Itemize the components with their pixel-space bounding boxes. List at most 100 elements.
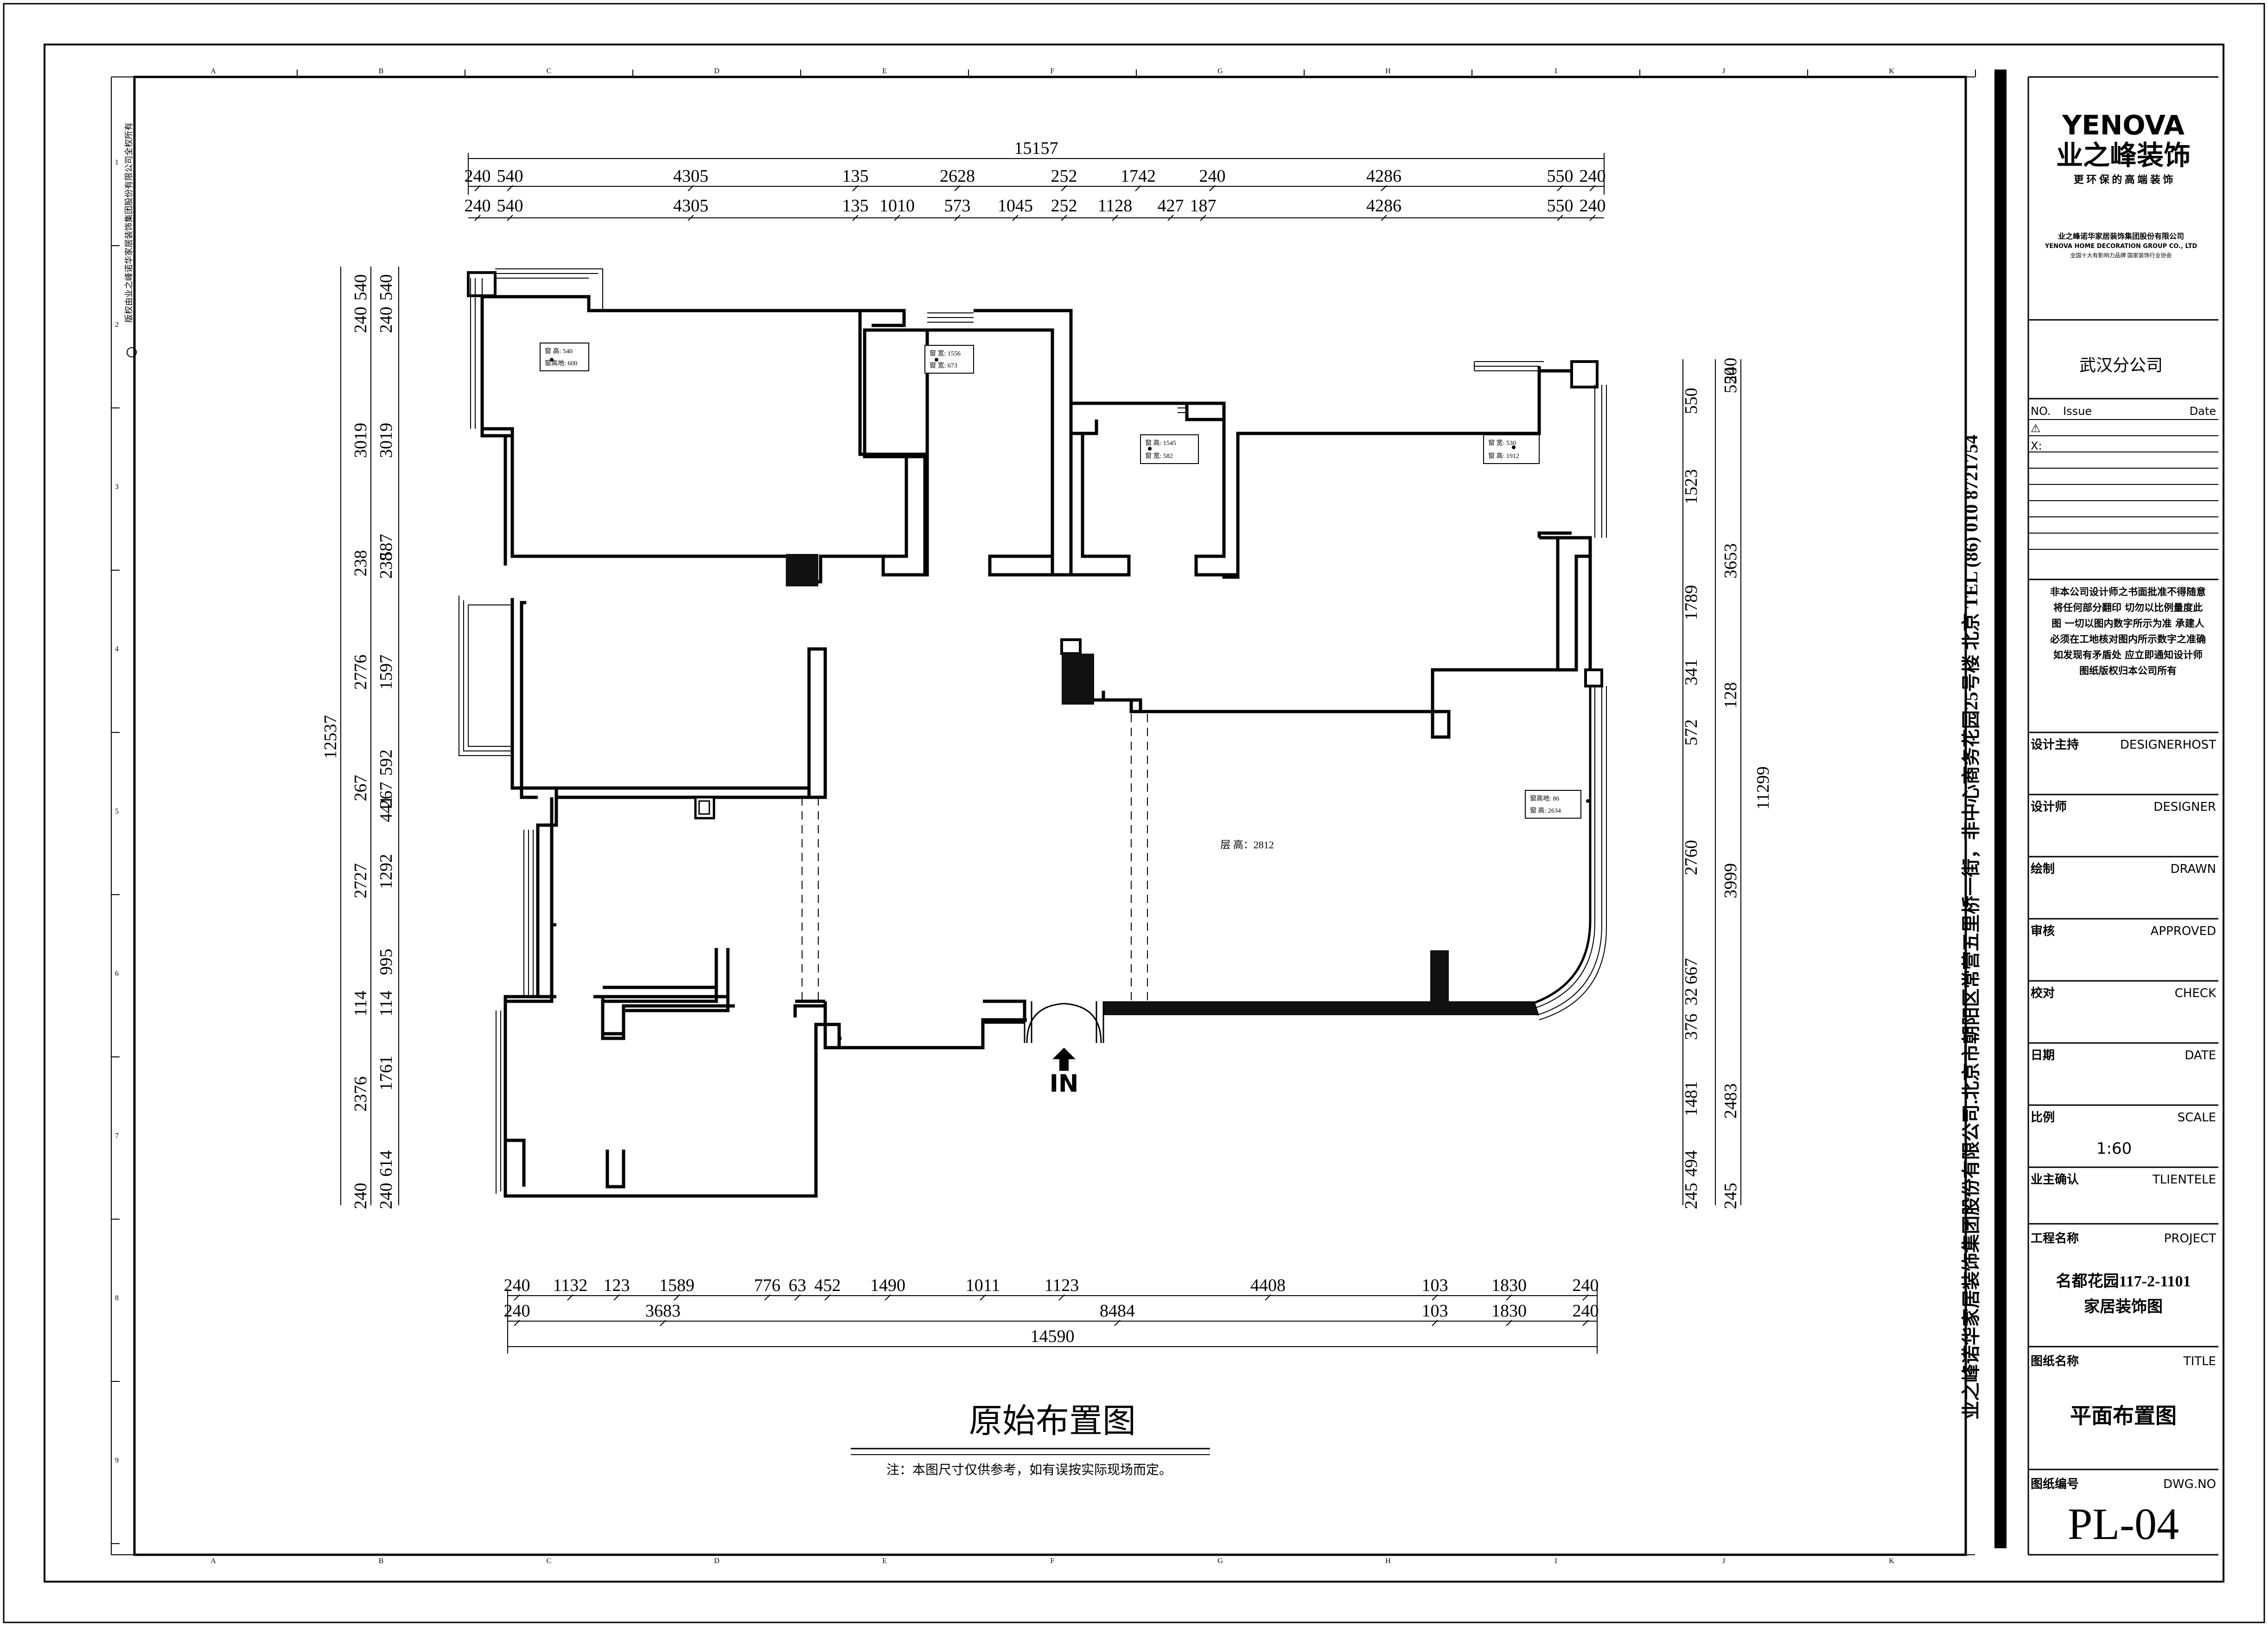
dwg-label-cn: 图纸编号 bbox=[2031, 1477, 2079, 1491]
dimension-label: 1490 bbox=[870, 1276, 905, 1295]
svg-text:窗 宽: 1556: 窗 宽: 1556 bbox=[930, 350, 961, 357]
row-label-en: DATE bbox=[2185, 1049, 2216, 1062]
dimension-label: 240 bbox=[351, 1183, 370, 1209]
svg-text:窗 高: 1545: 窗 高: 1545 bbox=[1145, 439, 1176, 447]
dimension-label: 240 bbox=[1573, 1301, 1599, 1321]
dimension-label: 32 bbox=[1682, 988, 1701, 1005]
dimension-total: 15157 bbox=[1014, 139, 1058, 158]
grid-column-label: D bbox=[714, 67, 720, 75]
dimension-label: 592 bbox=[376, 750, 396, 776]
dimension-tick bbox=[852, 185, 859, 191]
dimension-label: 540 bbox=[497, 166, 523, 186]
dimension-tick bbox=[894, 215, 900, 221]
window-tag: 窗 宽: 1556 窗 宽: 673 bbox=[924, 345, 974, 374]
grid-row-label: 9 bbox=[115, 1456, 119, 1464]
dimension-tick bbox=[1432, 1320, 1438, 1326]
dimension-label: 1481 bbox=[1682, 1081, 1701, 1116]
dimension-label: 1830 bbox=[1491, 1276, 1527, 1295]
title-block-bar bbox=[1994, 70, 2007, 1548]
solid-wall-stub bbox=[1430, 950, 1449, 1006]
grid-column-label: K bbox=[1889, 67, 1894, 75]
svg-text:窗 宽: 582: 窗 宽: 582 bbox=[1145, 452, 1173, 460]
dimension-label: 128 bbox=[1721, 682, 1740, 709]
dimension-label: 441 bbox=[376, 796, 396, 822]
outer-border bbox=[3, 3, 2265, 1623]
dimension-label: 376 bbox=[1682, 1014, 1701, 1040]
row-label-en: DRAWN bbox=[2170, 862, 2216, 876]
dimension-label: 2760 bbox=[1682, 840, 1701, 875]
grid-column-label: J bbox=[1722, 67, 1725, 75]
dimension-label: 550 bbox=[1721, 367, 1740, 394]
dimension-tick bbox=[885, 1294, 891, 1301]
dimension-label: 550 bbox=[1547, 196, 1574, 216]
dimension-label: 427 bbox=[1158, 196, 1184, 216]
brand-en: YENOVA bbox=[2062, 109, 2185, 141]
row-label-cn: 设计师 bbox=[2031, 800, 2067, 814]
dimension-label: 614 bbox=[376, 1151, 396, 1177]
dimension-tick bbox=[674, 1294, 680, 1301]
dimension-tick bbox=[688, 185, 694, 191]
dimension-label: 452 bbox=[815, 1276, 841, 1295]
dimension-label: 573 bbox=[944, 196, 971, 216]
dimension-label: 4408 bbox=[1250, 1276, 1286, 1295]
dimension-tick bbox=[1557, 185, 1563, 191]
grid-row-label: 2 bbox=[115, 321, 119, 329]
row-label-en: DESIGNERHOST bbox=[2120, 738, 2216, 752]
dimension-tick bbox=[1012, 215, 1019, 221]
grid-column-label: H bbox=[1385, 67, 1391, 75]
dimension-tick bbox=[514, 1320, 520, 1326]
column-small bbox=[1060, 638, 1082, 655]
grid-column-label: H bbox=[1385, 1557, 1391, 1565]
grid-column-label: C bbox=[547, 1557, 552, 1565]
dimension-tick bbox=[852, 215, 859, 221]
dimension-label: 4305 bbox=[673, 166, 708, 186]
dimension-tick bbox=[954, 215, 961, 221]
svg-text:窗 高: 2634: 窗 高: 2634 bbox=[1530, 807, 1561, 814]
main-walls bbox=[480, 273, 1595, 1198]
grid-column-label: B bbox=[379, 67, 384, 75]
dimension-tick bbox=[1589, 215, 1596, 221]
dimension-total: 11299 bbox=[1753, 766, 1773, 810]
dimension-label: 103 bbox=[1422, 1276, 1448, 1295]
dimension-tick bbox=[1112, 215, 1118, 221]
dimension-label: 341 bbox=[1682, 659, 1701, 686]
group-cn: 业之峰诺华家居装饰集团股份有限公司 bbox=[2058, 232, 2184, 241]
dwg-label-en: DWG.NO bbox=[2163, 1477, 2216, 1491]
dimension-tick bbox=[1061, 185, 1067, 191]
row-label-cn: 绘制 bbox=[2031, 862, 2055, 876]
dimension-label: 2628 bbox=[940, 166, 975, 186]
dimension-label: 1523 bbox=[1682, 469, 1701, 504]
dimension-label: 995 bbox=[376, 949, 396, 975]
svg-text:窗 高: 1912: 窗 高: 1912 bbox=[1488, 452, 1519, 460]
dimension-label: 267 bbox=[351, 775, 370, 801]
project-subtitle: 家居装饰图 bbox=[2084, 1298, 2163, 1316]
grid-column-label: I bbox=[1554, 1557, 1557, 1565]
dimension-total: 12537 bbox=[321, 715, 340, 759]
grid-row-label: 7 bbox=[115, 1132, 119, 1140]
dimension-label: 540 bbox=[376, 274, 396, 301]
row-label-en: SCALE bbox=[2178, 1111, 2216, 1125]
row-label-cn: 比例 bbox=[2031, 1111, 2055, 1124]
dimension-label: 135 bbox=[842, 166, 869, 186]
grid-column-label: G bbox=[1217, 67, 1223, 75]
column-block bbox=[786, 554, 818, 586]
dimension-tick bbox=[1209, 185, 1216, 191]
corner-column bbox=[1584, 668, 1603, 687]
dimension-label: 1128 bbox=[1098, 196, 1133, 216]
grid-column-label: G bbox=[1217, 1557, 1223, 1565]
dimension-tick bbox=[824, 1294, 831, 1301]
grid-column-label: C bbox=[547, 67, 552, 75]
grid-column-label: I bbox=[1554, 67, 1557, 75]
entrance-label: IN bbox=[1050, 1070, 1079, 1098]
dimension-label: 3653 bbox=[1721, 543, 1740, 579]
row-label-cn: 校对 bbox=[2031, 986, 2055, 1000]
revision-mark: X: bbox=[2031, 439, 2042, 452]
dimension-tick bbox=[954, 185, 961, 191]
grid-column-label: F bbox=[1051, 67, 1055, 75]
dimension-label: 3019 bbox=[351, 423, 370, 458]
dimension-tick bbox=[1058, 1294, 1065, 1301]
dimension-label: 540 bbox=[351, 274, 370, 301]
